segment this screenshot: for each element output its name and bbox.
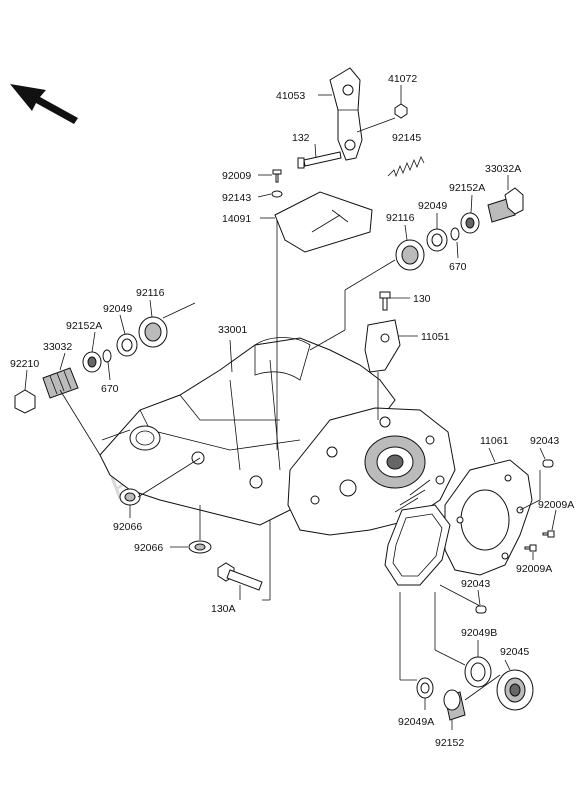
label-670-r: 670 <box>449 261 467 273</box>
left-circlip-670 <box>102 349 112 363</box>
label-92116-l: 92116 <box>136 287 165 299</box>
left-collar-92152A <box>82 351 102 373</box>
brake-bracket <box>329 67 363 161</box>
label-92152A-r: 92152A <box>449 182 485 194</box>
label-92043-b: 92043 <box>461 578 490 590</box>
spring <box>387 156 425 178</box>
left-seal-92049 <box>116 333 138 357</box>
pivot-shaft-33032 <box>42 367 79 399</box>
bolt <box>297 151 342 169</box>
label-41072: 41072 <box>388 73 417 85</box>
label-92009: 92009 <box>222 170 251 182</box>
label-92066-a: 92066 <box>113 521 142 533</box>
pivot-shaft-33032A <box>487 187 524 223</box>
label-33032A: 33032A <box>485 163 521 175</box>
label-33001: 33001 <box>218 324 247 336</box>
needle-bearing-92152 <box>443 689 466 721</box>
label-670-l: 670 <box>101 383 119 395</box>
label-92210: 92210 <box>10 358 39 370</box>
label-92116-r: 92116 <box>386 212 415 224</box>
right-seal-92049 <box>426 228 448 252</box>
front-direction-arrow-icon <box>10 84 78 124</box>
bolt-130 <box>379 291 391 311</box>
label-92152A-l: 92152A <box>66 320 102 332</box>
label-92009A-a: 92009A <box>538 499 574 511</box>
left-bearing-92116 <box>138 316 168 348</box>
bolt-92009A-a <box>542 530 555 538</box>
label-11051: 11051 <box>421 331 450 343</box>
label-14091: 14091 <box>222 213 251 225</box>
bearing-92045 <box>496 669 534 711</box>
label-130A: 130A <box>211 603 236 615</box>
gear-case <box>287 407 456 536</box>
label-92145: 92145 <box>392 132 421 144</box>
gasket <box>384 504 451 586</box>
label-92045: 92045 <box>500 646 529 658</box>
seal-92049A <box>416 677 434 699</box>
gear-case-cover <box>444 459 533 576</box>
part-number-labels: 41053 41072 132 92145 92009 92143 14091 … <box>10 73 574 749</box>
oil-seal-92049B <box>464 656 492 688</box>
dowel-pin-92043-bot <box>475 605 487 614</box>
label-41053: 41053 <box>276 90 305 102</box>
label-33032: 33032 <box>43 341 72 353</box>
label-92143: 92143 <box>222 192 251 204</box>
screw-and-washer <box>271 169 283 198</box>
right-collar-92152A <box>460 212 480 234</box>
bolt-92009A-b <box>524 544 537 552</box>
label-130: 130 <box>413 293 431 305</box>
leader-lines <box>24 85 557 730</box>
label-92049-r: 92049 <box>418 200 447 212</box>
label-92152: 92152 <box>435 737 464 749</box>
label-92049-l: 92049 <box>103 303 132 315</box>
plug-92066-b <box>188 540 212 554</box>
label-132: 132 <box>292 132 310 144</box>
right-circlip-670 <box>450 227 460 241</box>
locknut-92210 <box>14 389 36 414</box>
dowel-pin-92043-top <box>542 459 554 468</box>
bolt-130A <box>217 562 263 591</box>
label-92066-b: 92066 <box>134 542 163 554</box>
right-bearing-92116 <box>395 239 425 271</box>
mount-bracket-11051 <box>364 319 401 373</box>
label-92049A: 92049A <box>398 716 434 728</box>
nut <box>394 103 408 119</box>
plug-92066-a <box>119 488 141 506</box>
label-92049B: 92049B <box>461 627 497 639</box>
cover-plate <box>274 191 373 253</box>
label-11061: 11061 <box>480 435 509 447</box>
label-92043-t: 92043 <box>530 435 559 447</box>
label-92009A-b: 92009A <box>516 563 552 575</box>
